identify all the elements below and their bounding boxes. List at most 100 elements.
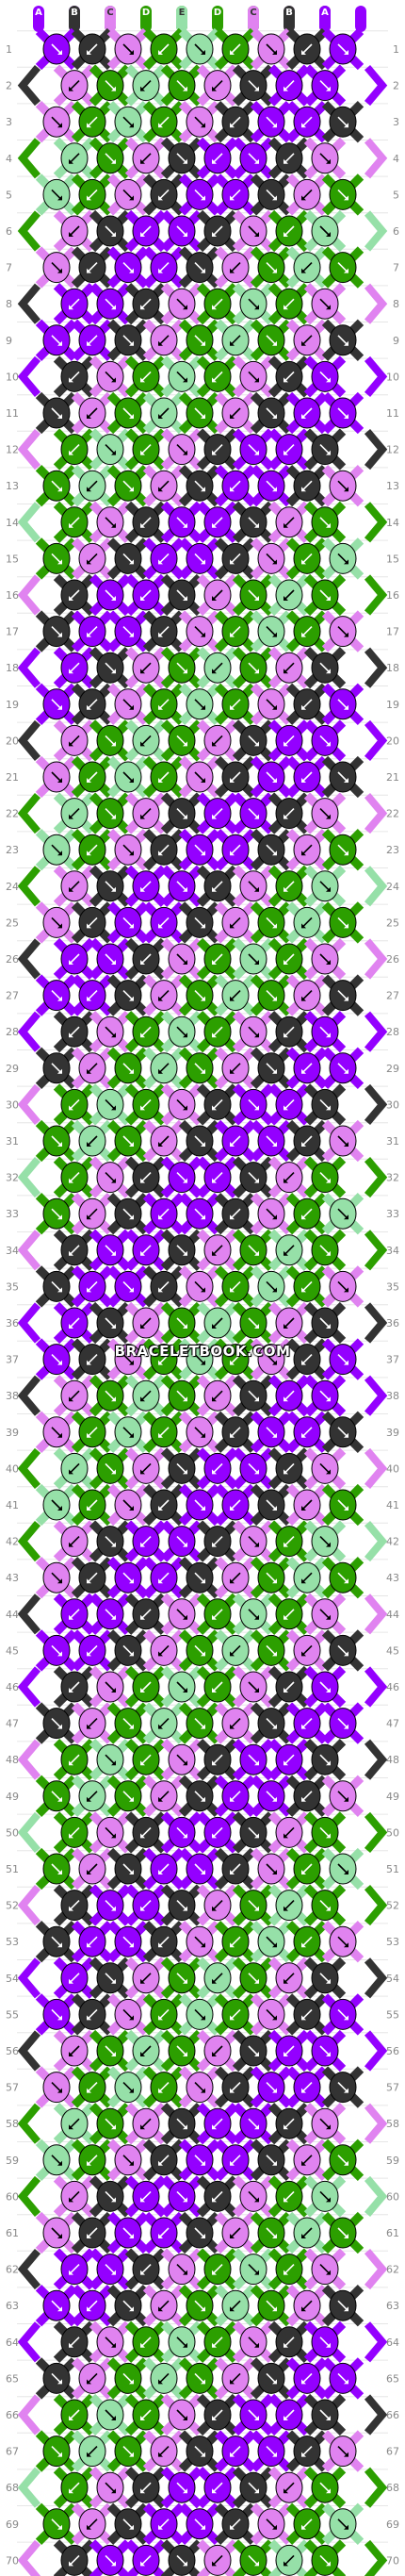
arrow-head-icon [129,1942,134,1948]
arrow-head-icon [140,596,145,601]
arrow-head-icon [272,50,277,55]
arrow-head-icon [183,1105,187,1111]
arrow-down-right-icon [194,2082,205,2093]
arrow-down-left-icon [284,2264,295,2275]
arrow-head-icon [111,305,116,310]
arrow-down-right-icon [122,2518,134,2530]
arrow-head-icon [183,1178,187,1183]
arrow-head-icon [344,1578,348,1584]
arrow-down-left-icon [212,2264,223,2275]
arrow-down-left-icon [87,2082,98,2093]
arrow-head-icon [69,1178,73,1183]
edge-turn-right [364,2321,388,2363]
arrow-down-right-icon [105,1317,116,1329]
row-number-left: 44 [6,1609,19,1621]
arrow-down-right-icon [319,2554,331,2566]
arrow-down-left-icon [87,116,98,127]
arrow-head-icon [87,2524,91,2530]
edge-turn-right [364,2103,388,2144]
arrow-head-icon [326,522,331,528]
arrow-head-icon [344,996,348,1001]
arrow-head-icon [140,886,145,892]
arrow-down-right-icon [248,444,259,455]
arrow-down-right-icon [122,189,134,200]
arrow-down-left-icon [69,2118,80,2129]
arrow-head-icon [87,1578,91,1584]
arrow-down-left-icon [158,1863,170,1874]
arrow-down-left-icon [87,335,98,346]
arrow-down-right-icon [105,80,116,91]
arrow-head-icon [183,305,187,310]
arrow-down-left-icon [69,1973,80,1984]
row-number-right: 70 [386,2554,399,2567]
arrow-down-right-icon [176,225,187,237]
arrow-down-left-icon [230,1718,241,1729]
arrow-head-icon [201,923,205,929]
arrow-head-icon [326,2342,331,2348]
row-number-left: 62 [6,2264,19,2276]
arrow-down-left-icon [140,153,152,164]
row-number-left: 63 [6,2300,19,2312]
arrow-down-right-icon [248,2118,259,2129]
arrow-down-left-icon [158,2518,170,2530]
arrow-down-right-icon [122,844,134,855]
arrow-head-icon [284,1324,288,1329]
arrow-head-icon [69,669,73,674]
arrow-head-icon [158,2379,163,2385]
arrow-down-right-icon [51,990,62,1001]
arrow-head-icon [201,1287,205,1293]
arrow-head-icon [284,1906,288,1911]
arrow-down-right-icon [248,2045,259,2056]
arrow-head-icon [212,814,217,819]
arrow-down-right-icon [266,116,277,127]
arrow-head-icon [254,1396,259,1402]
row-number-right: 7 [393,262,399,274]
arrow-down-right-icon [105,1609,116,1620]
arrow-down-left-icon [230,116,241,127]
arrow-down-left-icon [230,2518,241,2530]
arrow-head-icon [183,1833,187,1839]
arrow-down-right-icon [194,1863,205,1874]
arrow-down-left-icon [284,1681,295,1693]
arrow-head-icon [129,1506,134,1511]
arrow-head-icon [212,86,217,91]
arrow-head-icon [301,1068,306,1074]
arrow-down-left-icon [158,916,170,928]
arrow-head-icon [301,195,306,201]
arrow-down-right-icon [319,1390,331,1401]
arrow-head-icon [87,123,91,128]
arrow-down-left-icon [230,553,241,564]
arrow-down-right-icon [122,1354,134,1365]
arrow-head-icon [230,2160,235,2166]
arrow-head-icon [301,414,306,419]
arrow-head-icon [158,123,163,128]
arrow-head-icon [129,1142,134,1147]
arrow-down-right-icon [194,626,205,637]
arrow-head-icon [158,1287,163,1293]
arrow-down-right-icon [337,2518,348,2530]
arrow-down-right-icon [176,1026,187,1037]
arrow-head-icon [301,996,306,1001]
row-number-left: 3 [6,116,12,128]
arrow-down-right-icon [122,2446,134,2457]
arrow-down-left-icon [301,990,313,1001]
arrow-head-icon [57,195,62,201]
arrow-down-right-icon [337,262,348,273]
arrow-head-icon [111,1469,116,1475]
arrow-head-icon [284,1178,288,1183]
row-number-right: 50 [386,1826,399,1839]
arrow-down-left-icon [140,589,152,601]
arrow-down-right-icon [266,2300,277,2311]
arrow-down-right-icon [319,2264,331,2275]
row-number-right: 25 [386,916,399,929]
arrow-down-left-icon [230,1936,241,1947]
row-number-left: 16 [6,589,19,602]
arrow-down-right-icon [194,1718,205,1729]
edge-turn-right [364,938,388,980]
arrow-down-right-icon [194,407,205,419]
arrow-head-icon [254,1978,259,1984]
arrow-head-icon [272,1068,277,1074]
arrow-down-left-icon [158,2008,170,2020]
arrow-head-icon [111,2124,116,2130]
arrow-down-left-icon [158,262,170,273]
